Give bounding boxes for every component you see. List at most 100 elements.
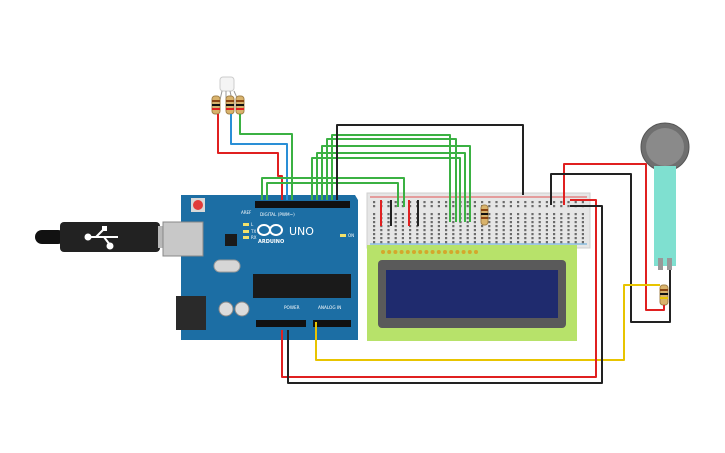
breadboard-hole[interactable] [502,229,505,232]
breadboard-hole[interactable] [567,233,570,236]
wire-fsr-signal[interactable] [315,284,660,361]
breadboard-hole[interactable] [445,225,448,228]
breadboard-hole[interactable] [394,201,397,204]
breadboard-hole[interactable] [545,229,548,232]
breadboard-hole[interactable] [495,229,498,232]
lcd-pin[interactable] [418,250,423,254]
breadboard-hole[interactable] [452,233,455,236]
breadboard-hole[interactable] [409,233,412,236]
breadboard-hole[interactable] [387,233,390,236]
breadboard-hole[interactable] [509,225,512,228]
breadboard-hole[interactable] [509,233,512,236]
lcd-pin[interactable] [393,250,398,254]
breadboard-hole[interactable] [481,229,484,232]
breadboard-hole[interactable] [495,233,498,236]
breadboard-hole[interactable] [502,233,505,236]
breadboard-hole[interactable] [459,225,462,228]
lcd-pin[interactable] [381,250,385,254]
breadboard-hole[interactable] [466,229,469,232]
breadboard-hole[interactable] [473,213,476,216]
breadboard-hole[interactable] [495,237,498,240]
breadboard-hole[interactable] [387,241,390,244]
breadboard-hole[interactable] [416,241,419,244]
breadboard-hole[interactable] [437,217,440,220]
breadboard-hole[interactable] [473,225,476,228]
breadboard-hole[interactable] [401,221,404,224]
lcd-pin[interactable] [443,250,447,254]
breadboard-hole[interactable] [437,229,440,232]
breadboard-hole[interactable] [517,201,520,204]
breadboard-hole[interactable] [581,237,584,240]
breadboard-hole[interactable] [538,221,541,224]
breadboard-hole[interactable] [531,213,534,216]
breadboard-hole[interactable] [409,201,412,204]
breadboard-hole[interactable] [560,237,563,240]
breadboard-hole[interactable] [531,233,534,236]
breadboard-hole[interactable] [452,201,455,204]
breadboard-hole[interactable] [524,201,527,204]
breadboard-hole[interactable] [452,221,455,224]
breadboard-hole[interactable] [574,225,577,228]
breadboard-hole[interactable] [445,201,448,204]
breadboard-hole[interactable] [401,201,404,204]
breadboard-hole[interactable] [380,241,383,244]
breadboard-hole[interactable] [538,205,541,208]
breadboard-hole[interactable] [581,213,584,216]
breadboard-hole[interactable] [473,229,476,232]
resistor-rgb-1[interactable] [211,95,221,115]
breadboard-hole[interactable] [387,225,390,228]
breadboard-hole[interactable] [430,233,433,236]
breadboard-hole[interactable] [430,213,433,216]
breadboard-hole[interactable] [553,237,556,240]
lcd-pin[interactable] [399,250,404,254]
breadboard-hole[interactable] [517,225,520,228]
breadboard-hole[interactable] [416,233,419,236]
breadboard-hole[interactable] [401,225,404,228]
breadboard-hole[interactable] [373,229,376,232]
breadboard-hole[interactable] [380,229,383,232]
breadboard-hole[interactable] [545,205,548,208]
breadboard-hole[interactable] [545,201,548,204]
breadboard-hole[interactable] [423,233,426,236]
breadboard-hole[interactable] [495,221,498,224]
breadboard-hole[interactable] [560,233,563,236]
breadboard-hole[interactable] [567,205,570,208]
breadboard-hole[interactable] [459,229,462,232]
breadboard-hole[interactable] [545,213,548,216]
breadboard-hole[interactable] [545,221,548,224]
breadboard-hole[interactable] [394,225,397,228]
breadboard-hole[interactable] [373,225,376,228]
breadboard-hole[interactable] [473,201,476,204]
breadboard-hole[interactable] [423,213,426,216]
breadboard-hole[interactable] [517,221,520,224]
breadboard-hole[interactable] [445,233,448,236]
breadboard-hole[interactable] [567,201,570,204]
wire-lcd-d3[interactable] [311,157,461,222]
breadboard-hole[interactable] [488,205,491,208]
breadboard-hole[interactable] [466,221,469,224]
breadboard-hole[interactable] [553,225,556,228]
lcd-16x2[interactable] [367,245,577,341]
breadboard-hole[interactable] [416,225,419,228]
breadboard-hole[interactable] [466,213,469,216]
breadboard[interactable] [366,192,591,249]
breadboard-hole[interactable] [387,237,390,240]
breadboard-hole[interactable] [430,237,433,240]
breadboard-hole[interactable] [517,213,520,216]
breadboard-hole[interactable] [459,237,462,240]
lcd-pin[interactable] [449,250,454,254]
breadboard-hole[interactable] [481,201,484,204]
breadboard-hole[interactable] [481,237,484,240]
breadboard-hole[interactable] [423,221,426,224]
breadboard-hole[interactable] [373,201,376,204]
breadboard-hole[interactable] [380,237,383,240]
breadboard-hole[interactable] [409,229,412,232]
breadboard-hole[interactable] [567,237,570,240]
breadboard-hole[interactable] [466,205,469,208]
breadboard-hole[interactable] [517,237,520,240]
lcd-pin[interactable] [430,250,435,254]
breadboard-hole[interactable] [437,213,440,216]
breadboard-hole[interactable] [553,233,556,236]
breadboard-hole[interactable] [387,205,390,208]
breadboard-hole[interactable] [466,241,469,244]
